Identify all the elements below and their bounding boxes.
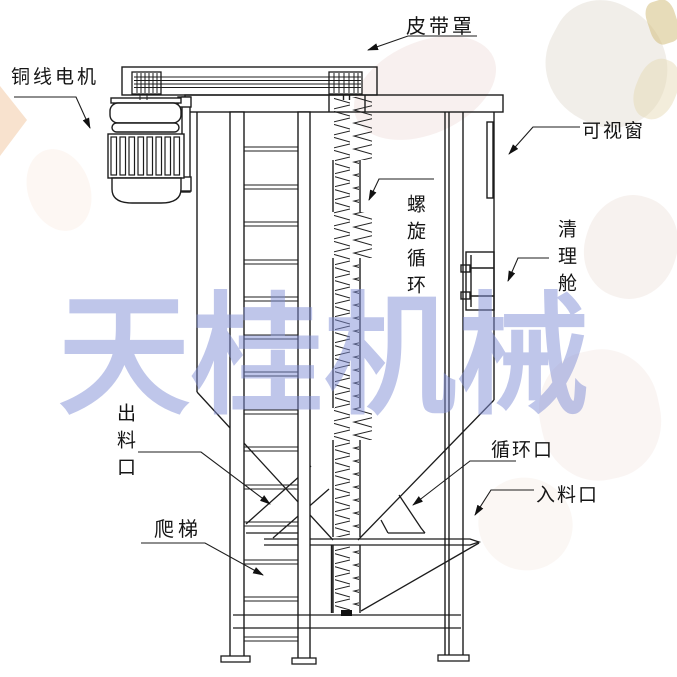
callout-leaders xyxy=(14,35,580,576)
leader-discharge-port xyxy=(138,451,271,505)
foot-left xyxy=(220,655,251,663)
cleaning-hatch xyxy=(465,251,495,311)
belt-lines xyxy=(134,76,361,88)
label-circulation-port: 循环口 xyxy=(491,440,555,461)
belt-drive xyxy=(131,71,363,100)
label-ladder: 爬梯 xyxy=(154,519,202,541)
label-cleaning-chamber: 清理舱 xyxy=(555,219,576,300)
label-motor: 铜线电机 xyxy=(11,67,100,88)
label-screw-circulation: 螺旋循环 xyxy=(404,194,425,302)
viewing-window-strip xyxy=(486,121,494,199)
base-frame xyxy=(233,614,461,629)
ladder-rungs xyxy=(244,146,298,642)
screw-bottom-plug xyxy=(341,610,352,616)
leader-ladder xyxy=(141,542,264,576)
label-viewing-window: 可视窗 xyxy=(582,121,646,142)
motor-fins xyxy=(110,136,181,176)
leader-inlet-port xyxy=(474,489,534,516)
label-inlet-port: 入料口 xyxy=(536,485,600,506)
leader-viewing-window xyxy=(508,126,580,155)
leader-motor xyxy=(14,96,91,129)
motor-assembly xyxy=(107,96,192,204)
label-discharge-port: 出料口 xyxy=(114,403,135,484)
motor-fin-box xyxy=(107,133,185,179)
circulation-spout xyxy=(398,494,426,534)
label-belt-cover: 皮带罩 xyxy=(406,16,475,38)
leader-screw-circulation xyxy=(368,178,434,201)
screw-tube xyxy=(330,94,361,613)
foot-middle xyxy=(291,657,317,665)
inlet-platform xyxy=(264,538,482,546)
leader-belt-cover xyxy=(367,35,477,51)
tank-shell xyxy=(121,66,504,655)
leader-cleaning-chamber xyxy=(507,257,549,282)
ladder-rail-right xyxy=(297,111,311,664)
foot-right xyxy=(437,654,470,662)
inlet-chute-line xyxy=(360,542,480,612)
screw-conveyor xyxy=(330,94,372,616)
ladder-rail-left xyxy=(229,111,245,659)
ladder-structure xyxy=(220,111,470,665)
